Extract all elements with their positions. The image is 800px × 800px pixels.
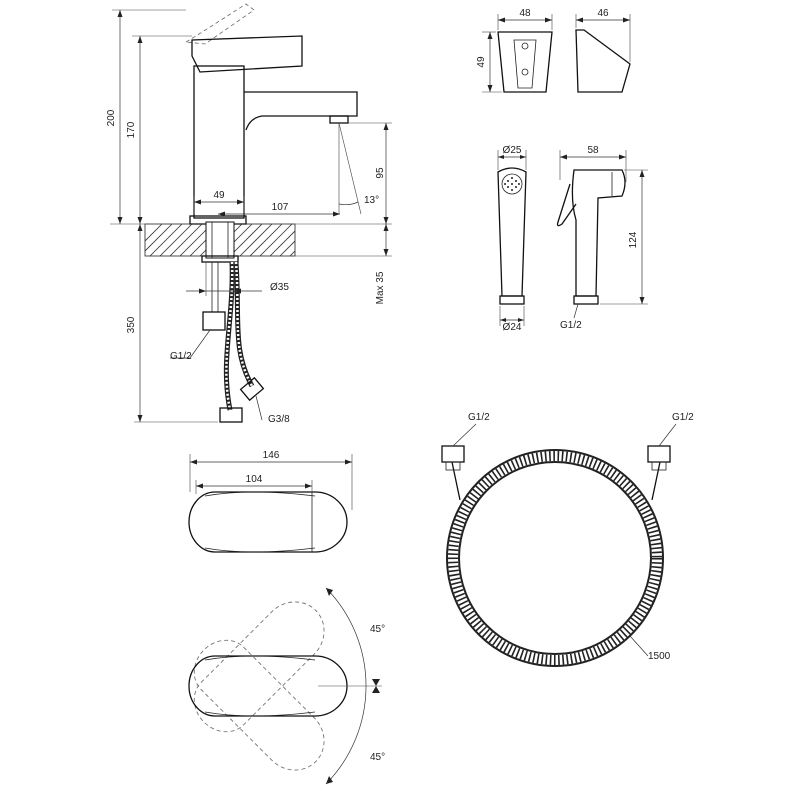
sprayer-front-view xyxy=(497,167,527,297)
holder-front-view xyxy=(497,31,553,93)
handle-ghost-up xyxy=(193,601,325,733)
hose-fitting-right xyxy=(647,445,671,463)
dim-spout-height: 170 xyxy=(126,121,137,138)
hose-coil-ridges xyxy=(448,451,662,665)
hose-nut-left xyxy=(219,407,243,423)
label-hose-thread: G3/8 xyxy=(268,414,290,425)
faucet-spout xyxy=(244,91,358,131)
dim-spray-angle: 13° xyxy=(364,195,379,206)
faucet-side-view: 200 170 350 95 Max 35 49 107 xyxy=(106,3,392,425)
dim-handle-total-length: 146 xyxy=(263,450,280,461)
hose-coil-inner xyxy=(458,461,652,655)
handle-top-view: 146 104 xyxy=(188,450,353,553)
hose-coil-outer xyxy=(446,449,664,667)
dim-rotation-up: 45° xyxy=(370,624,385,635)
dim-hose-length: 1500 xyxy=(648,651,671,662)
dim-max-thickness: Max 35 xyxy=(375,271,386,304)
fixing-nut xyxy=(201,255,239,263)
inlet-connector xyxy=(202,311,226,331)
dim-outlet-height: 95 xyxy=(375,167,386,179)
label-inlet-thread: G1/2 xyxy=(170,351,192,362)
handle-rotation-outline xyxy=(188,655,348,717)
handle-top-outline xyxy=(188,491,348,553)
faucet-body xyxy=(193,65,245,219)
dim-holder-width-front: 48 xyxy=(519,8,531,19)
dim-rotation-down: 45° xyxy=(370,752,385,763)
sprayer-side-view xyxy=(571,169,626,297)
label-sprayer-thread: G1/2 xyxy=(560,320,582,331)
holder-side-view xyxy=(575,29,631,93)
dim-sprayer-height: 124 xyxy=(628,231,639,248)
spray-nozzle-face xyxy=(501,173,523,195)
sprayer-trigger xyxy=(556,183,577,227)
handle-rotation-view: 45° 45° xyxy=(188,587,385,785)
aerator xyxy=(329,115,349,124)
dim-holder-width-side: 46 xyxy=(597,8,609,19)
braided-hose-left xyxy=(223,261,235,411)
dim-sprayer-length: 58 xyxy=(587,145,599,156)
dim-sprayer-base-diameter: Ø24 xyxy=(503,322,522,333)
wall-holder: 48 49 46 xyxy=(476,8,631,93)
dim-total-height: 200 xyxy=(106,109,117,126)
dim-handle-lever-length: 104 xyxy=(246,474,263,485)
handle-ghost-down xyxy=(193,639,325,771)
label-hose-thread-right: G1/2 xyxy=(672,412,694,423)
mounting-stud xyxy=(205,221,235,259)
label-hose-thread-left: G1/2 xyxy=(468,412,490,423)
dim-spout-reach: 107 xyxy=(272,202,289,213)
dim-sprayer-head-diameter: Ø25 xyxy=(503,145,522,156)
dim-below-height: 350 xyxy=(126,316,137,333)
hose-nut-right xyxy=(239,376,265,402)
dim-hole-diameter: Ø35 xyxy=(270,282,289,293)
nozzle-holes xyxy=(504,177,520,191)
lever-ghost-outline xyxy=(184,3,255,45)
hand-sprayer: Ø25 Ø24 58 124 G1/2 xyxy=(497,145,648,333)
faucet-lever xyxy=(191,35,303,73)
shower-hose: G1/2 G1/2 1500 xyxy=(441,412,694,667)
dim-holder-height: 49 xyxy=(476,56,487,68)
sprayer-thread-side xyxy=(573,295,599,305)
sprayer-thread-front xyxy=(499,295,525,305)
dim-body-width: 49 xyxy=(213,190,225,201)
hose-fitting-left xyxy=(441,445,465,463)
